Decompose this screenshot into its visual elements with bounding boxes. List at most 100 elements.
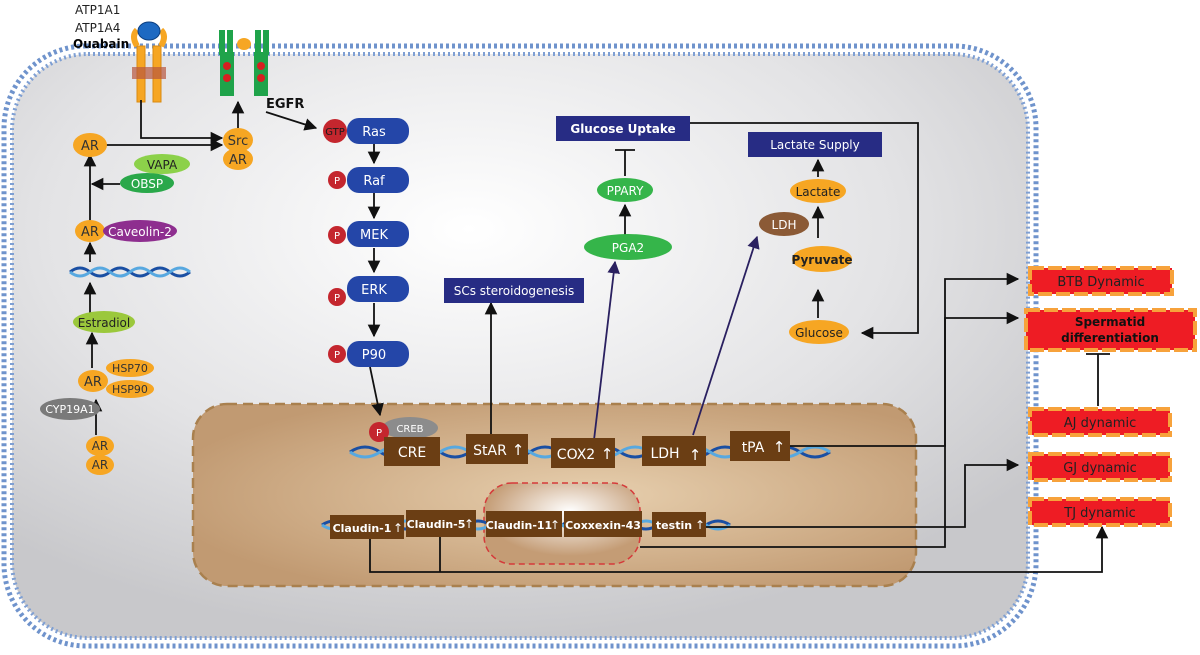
- phospho-badge: [328, 345, 346, 363]
- ar-caveolin-node: AR Caveolin-2: [75, 220, 177, 242]
- raf-node: Raf P: [328, 167, 409, 193]
- lactate-node: Lactate: [790, 179, 846, 203]
- btb-dynamic-box: BTB Dynamic: [1028, 266, 1174, 296]
- up-arrow-icon: ↑: [512, 441, 525, 459]
- cyp19a1-node: CYP19A1: [40, 398, 100, 420]
- svg-text:AR: AR: [92, 439, 109, 453]
- ppary-node: PPARY: [597, 178, 653, 202]
- claudin1-gene: Claudin-1 ↑: [330, 515, 404, 539]
- svg-text:COX2: COX2: [557, 447, 595, 463]
- svg-text:VAPA: VAPA: [147, 158, 178, 172]
- svg-text:PPARY: PPARY: [607, 184, 644, 198]
- cox2-gene: COX2 ↑: [551, 438, 615, 468]
- hsp90-label: HSP90: [112, 383, 148, 396]
- steroidogenesis-box: SCs steroidogenesis: [444, 278, 584, 303]
- svg-text:Claudin-11: Claudin-11: [486, 519, 552, 532]
- svg-text:StAR: StAR: [473, 443, 507, 459]
- p90-node: P90 P: [328, 341, 409, 367]
- ouabain-receptor: [131, 21, 167, 103]
- svg-text:P: P: [334, 176, 340, 187]
- svg-text:differentiation: differentiation: [1061, 331, 1159, 345]
- svg-text:MEK: MEK: [360, 228, 388, 243]
- phospho-badge: [328, 171, 346, 189]
- erk-node: ERK P: [328, 276, 409, 306]
- svg-text:testin: testin: [656, 519, 692, 532]
- svg-text:Coxxexin-43: Coxxexin-43: [565, 519, 641, 532]
- ouabain-label: Ouabain: [73, 37, 129, 51]
- nucleus: [191, 402, 918, 588]
- src-ar-label: AR: [229, 153, 247, 168]
- obsp-node: OBSP: [120, 173, 174, 193]
- src-label: Src: [228, 134, 248, 149]
- svg-text:Glucose Uptake: Glucose Uptake: [570, 122, 675, 136]
- ras-node: Ras GTP: [323, 118, 409, 144]
- gtp-badge: [323, 119, 347, 143]
- svg-text:Raf: Raf: [363, 174, 385, 189]
- svg-text:PGA2: PGA2: [612, 241, 644, 255]
- svg-text:GTP: GTP: [325, 127, 345, 138]
- gj-dynamic-box: GJ dynamic: [1028, 452, 1172, 482]
- svg-text:GJ dynamic: GJ dynamic: [1063, 461, 1137, 476]
- tpa-gene: tPA ↑: [730, 431, 790, 461]
- svg-text:Pyruvate: Pyruvate: [791, 253, 852, 267]
- svg-text:BTB Dynamic: BTB Dynamic: [1057, 275, 1144, 290]
- atp1a4-label: ATP1A4: [75, 21, 120, 35]
- egfr-receptor: [219, 30, 269, 96]
- connector-lines: [83, 100, 1110, 573]
- svg-text:AR: AR: [81, 225, 99, 240]
- testin-gene: testin ↑: [652, 512, 706, 537]
- svg-text:CRE: CRE: [398, 445, 426, 461]
- svg-text:AR: AR: [92, 458, 109, 472]
- lactate-supply-box: Lactate Supply: [748, 132, 882, 157]
- up-arrow-icon: ↑: [550, 518, 560, 532]
- up-arrow-icon: ↑: [601, 445, 614, 463]
- svg-text:LDH: LDH: [650, 446, 679, 462]
- up-arrow-icon: ↑: [695, 518, 705, 532]
- estradiol-node: Estradiol: [73, 311, 135, 333]
- ar-hsp-complex: AR HSP70 HSP90: [78, 359, 154, 398]
- svg-text:P: P: [376, 428, 382, 439]
- svg-text:SCs steroidogenesis: SCs steroidogenesis: [454, 284, 575, 298]
- svg-text:Estradiol: Estradiol: [78, 316, 130, 330]
- vapa-node: VAPA: [134, 154, 190, 174]
- caveolin-label: Caveolin-2: [108, 225, 172, 239]
- claudin5-gene: Claudin-5 ↑: [406, 510, 476, 537]
- svg-text:LDH: LDH: [772, 218, 797, 232]
- tj-dynamic-box: TJ dynamic: [1028, 497, 1172, 527]
- svg-text:Ras: Ras: [362, 125, 386, 140]
- ar-bottom-dimer: AR AR: [86, 436, 114, 475]
- up-arrow-icon: ↑: [689, 446, 702, 464]
- svg-text:ERK: ERK: [361, 283, 387, 298]
- svg-text:CREB: CREB: [396, 424, 423, 435]
- src-ar-complex: Src AR: [223, 128, 253, 170]
- svg-text:P: P: [334, 293, 340, 304]
- svg-text:Spermatid: Spermatid: [1075, 315, 1145, 329]
- aj-dynamic-box: AJ dynamic: [1028, 407, 1172, 437]
- pga2-node: PGA2: [584, 234, 672, 260]
- up-arrow-icon: ↑: [464, 517, 474, 531]
- svg-text:P90: P90: [362, 348, 386, 363]
- svg-text:P: P: [334, 350, 340, 361]
- ouabain-molecule: [137, 21, 161, 41]
- svg-text:CYP19A1: CYP19A1: [45, 403, 94, 416]
- atp1a1-label: ATP1A1: [75, 3, 120, 17]
- svg-text:AR: AR: [81, 139, 99, 154]
- up-arrow-icon: ↑: [773, 438, 786, 456]
- spermatid-differentiation-box: Spermatid differentiation: [1024, 308, 1197, 352]
- nucleus-to-cytoplasm-arrows: [593, 235, 760, 441]
- ldh-gene: LDH ↑: [642, 436, 706, 466]
- connexin43-gene: Coxxexin-43: [564, 511, 642, 537]
- star-gene: StAR ↑: [466, 434, 528, 464]
- svg-text:Claudin-5: Claudin-5: [407, 518, 466, 531]
- egfr-label: EGFR: [266, 97, 304, 112]
- phospho-badge: [328, 288, 346, 306]
- svg-text:Lactate: Lactate: [796, 185, 841, 199]
- svg-text:AJ dynamic: AJ dynamic: [1064, 416, 1136, 431]
- creb-complex: CREB P: [369, 417, 438, 442]
- mek-node: MEK P: [328, 221, 409, 247]
- claudin11-gene: Claudin-11 ↑: [486, 511, 562, 537]
- ldh-enzyme-node: LDH: [759, 212, 809, 236]
- phospho-badge: [328, 226, 346, 244]
- dna-helix-cytoplasm: [69, 266, 191, 278]
